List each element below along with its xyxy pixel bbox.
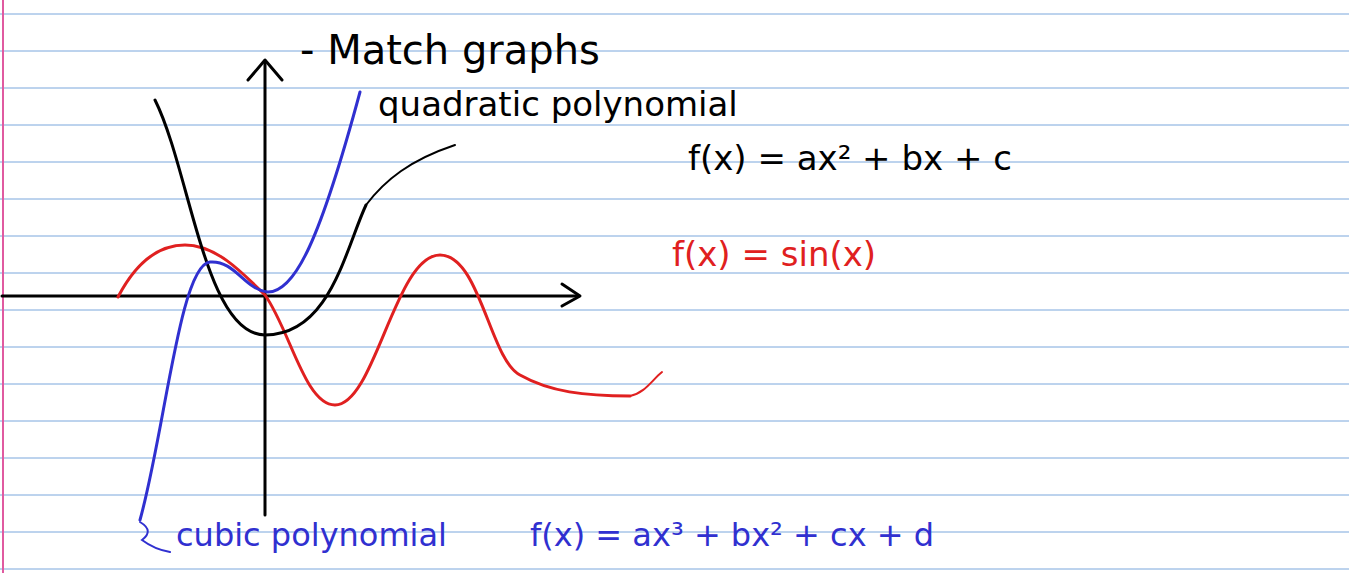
formula-label: f(x) = ax² + bx + c: [688, 140, 1012, 177]
leader-line: [630, 372, 662, 396]
formula-label: f(x) = sin(x): [672, 236, 876, 273]
margin-line: [2, 0, 4, 573]
curve-label: quadratic polynomial: [378, 86, 738, 123]
ruled-lines: [0, 14, 1349, 569]
axes: [2, 60, 580, 515]
cubic-curve: [140, 92, 360, 520]
curve-label: cubic polynomial: [176, 518, 447, 553]
leader-bracket: [140, 522, 170, 552]
leader-line: [366, 145, 455, 205]
note-title: - Match graphs: [300, 28, 600, 72]
formula-label: f(x) = ax³ + bx² + cx + d: [530, 518, 934, 553]
sine-curve: [118, 245, 630, 405]
